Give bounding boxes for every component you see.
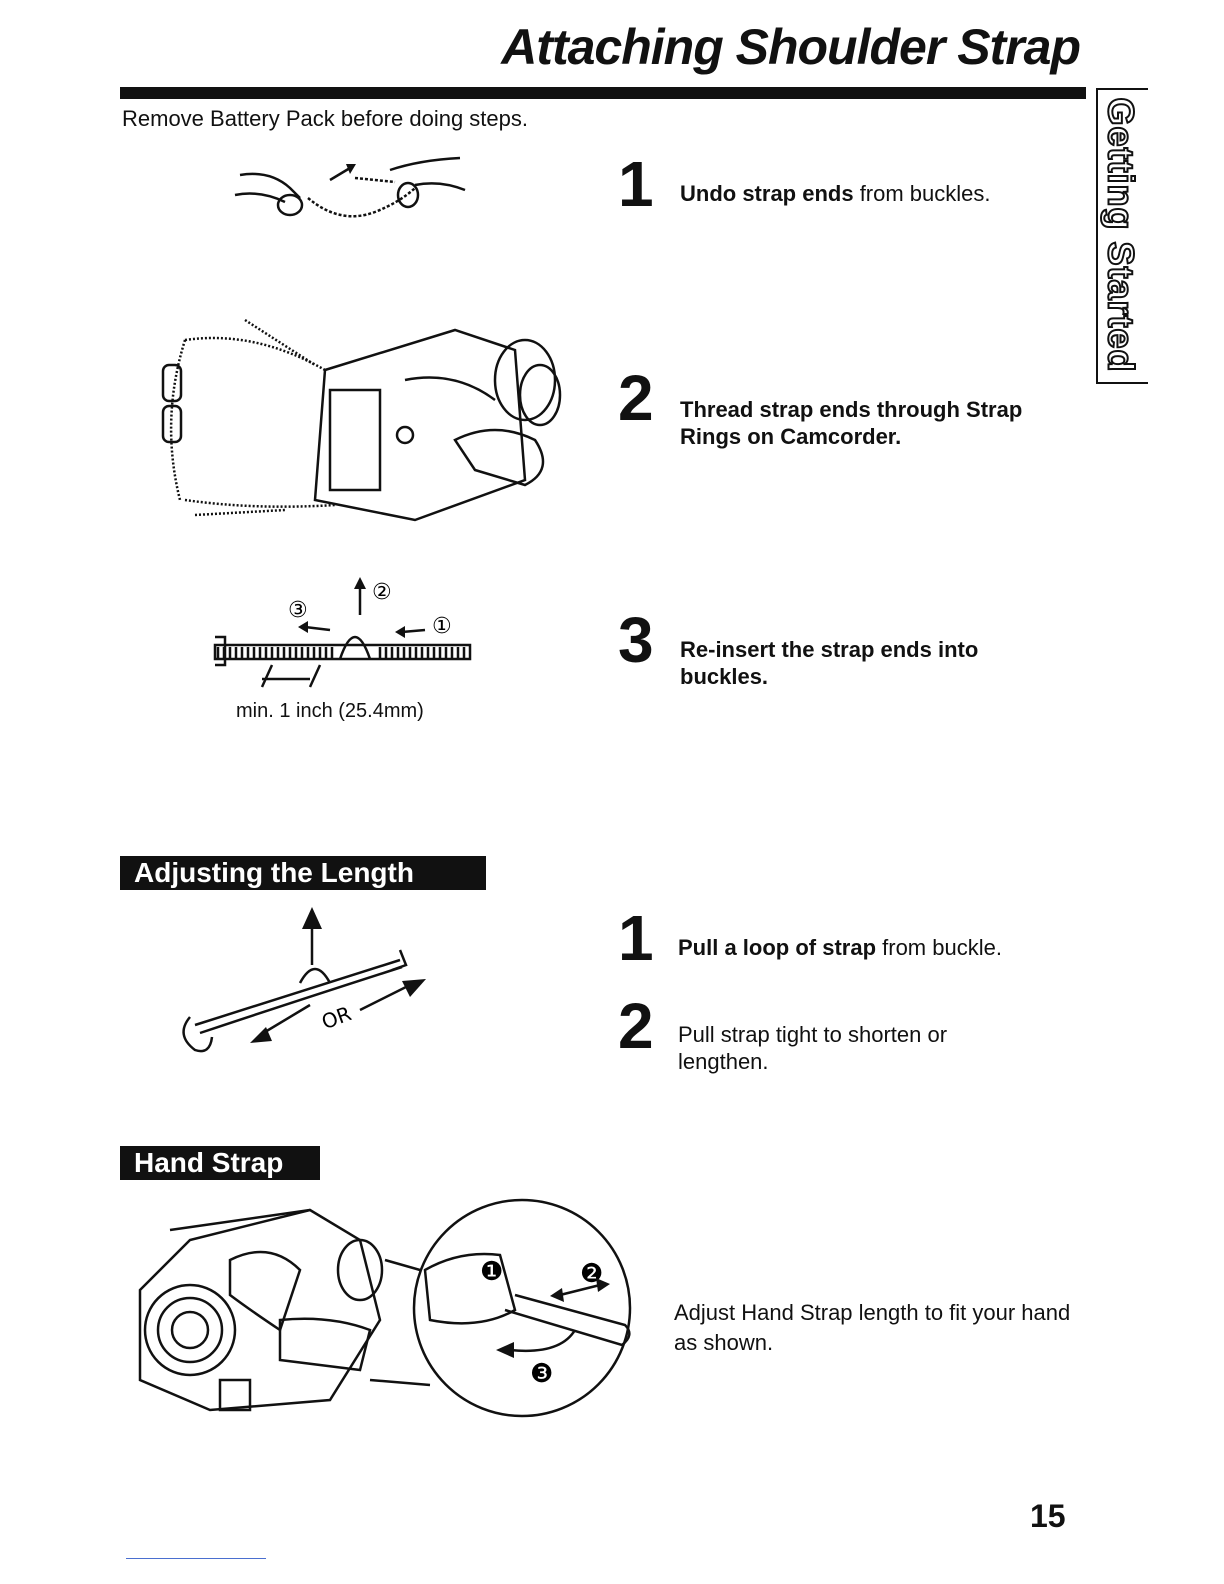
attach-step-2-text: Thread strap ends through Strap Rings on…	[680, 396, 1080, 450]
page-title: Attaching Shoulder Strap	[501, 19, 1081, 75]
attach-step-3-number: 3	[618, 604, 654, 676]
hand-strap-illustration: ❶ ❷ ❸	[138, 1198, 632, 1418]
buckle-label-3: ③	[288, 598, 308, 623]
side-tab-label: Getting Started	[1099, 96, 1142, 373]
adjust-step-2-number: 2	[618, 990, 654, 1062]
buckle-caption: min. 1 inch (25.4mm)	[236, 700, 424, 722]
adjusting-length-heading: Adjusting the Length	[120, 856, 486, 890]
attach-step-3-text: Re-insert the strap ends into buckles.	[680, 636, 1040, 690]
footer-rule	[126, 1558, 266, 1559]
battery-note: Remove Battery Pack before doing steps.	[122, 106, 528, 131]
side-tab-getting-started: Getting Started	[1098, 96, 1142, 373]
attach-step-1-rest: from buckles.	[853, 181, 991, 206]
adjust-step-1-text: Pull a loop of strap from buckle.	[678, 934, 1078, 961]
adjust-step-1-rest: from buckle.	[876, 935, 1002, 960]
attach-step-2-number: 2	[618, 362, 654, 434]
undo-strap-illustration	[234, 156, 466, 218]
camcorder-strap-illustration	[161, 318, 562, 522]
buckle-label-1: ①	[432, 614, 452, 639]
adjust-step-2-text: Pull strap tight to shorten or lengthen.	[678, 1021, 998, 1075]
adjust-step-2-rest: Pull strap tight to shorten or lengthen.	[678, 1022, 948, 1074]
adjust-length-illustration: OR	[182, 907, 426, 1053]
attach-step-2-bold: Thread strap ends through Strap Rings on…	[680, 397, 1023, 449]
page-number: 15	[1030, 1498, 1066, 1534]
adjust-step-1-number: 1	[618, 902, 654, 974]
side-tab-border-bottom	[1096, 382, 1148, 384]
attach-step-3-bold: Re-insert the strap ends into buckles.	[680, 637, 979, 689]
hand-strap-text: Adjust Hand Strap length to fit your han…	[674, 1300, 1071, 1355]
side-tab-border-left	[1096, 88, 1098, 384]
adjust-step-1-bold: Pull a loop of strap	[678, 935, 877, 960]
title-rule	[120, 87, 1086, 99]
buckle-label-2: ②	[372, 580, 392, 605]
side-tab-border-top	[1096, 88, 1148, 90]
hand-strap-label-1: ❶	[480, 1257, 503, 1287]
attach-step-1-number: 1	[618, 148, 654, 220]
hand-strap-heading: Hand Strap	[120, 1146, 320, 1180]
hand-strap-label-3: ❸	[530, 1359, 553, 1389]
attach-step-1-text: Undo strap ends from buckles.	[680, 180, 1080, 207]
attach-step-1-bold: Undo strap ends	[680, 181, 854, 206]
adjust-or-label: OR	[318, 1001, 354, 1034]
buckle-illustration: ③ ② ①	[213, 577, 472, 688]
